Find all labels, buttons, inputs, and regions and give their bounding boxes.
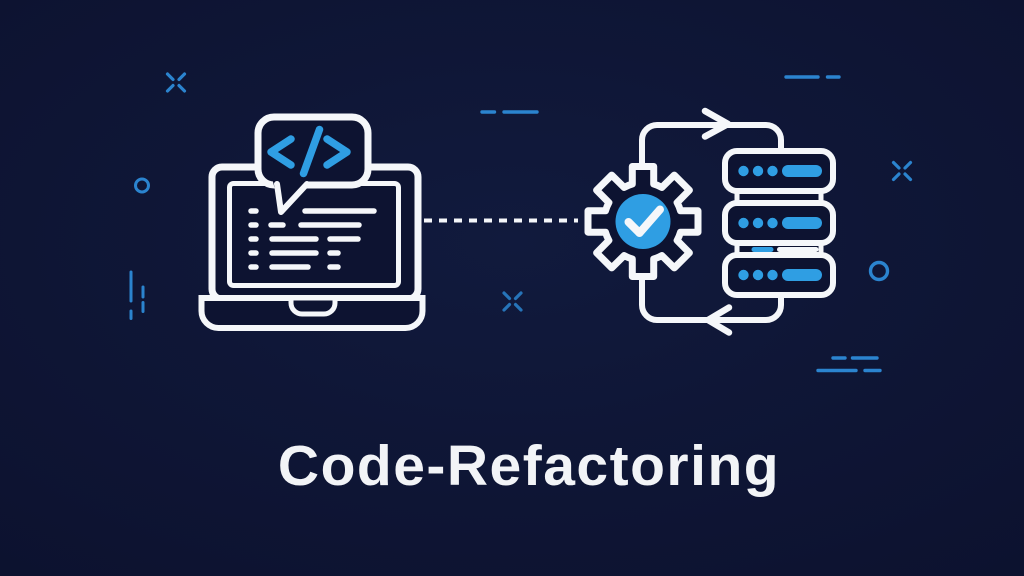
vertical-dash-decoration — [129, 270, 145, 320]
server-drive-bar — [782, 165, 822, 177]
sparkle-cross-icon — [891, 160, 913, 182]
server-led — [752, 269, 764, 281]
gear-check-icon — [584, 163, 702, 280]
angle-bracket-right — [323, 135, 351, 169]
slash — [299, 125, 324, 178]
server-led — [738, 217, 749, 229]
angle-bracket-left — [267, 135, 295, 169]
loop-path — [639, 122, 784, 323]
circle-dot-icon — [868, 260, 890, 282]
server-led — [738, 269, 749, 281]
sync-loop-arrows-icon — [639, 107, 784, 336]
speech-bubble-tail — [274, 181, 310, 215]
circle-dot-icon — [134, 177, 150, 194]
server-unit-body — [722, 148, 836, 194]
code-lines — [248, 208, 377, 270]
laptop-base-notch — [288, 295, 338, 317]
checkmark-icon — [624, 205, 664, 237]
server-led — [752, 165, 764, 177]
page-title: Code-Refactoring — [277, 434, 781, 498]
server-led — [767, 269, 778, 281]
arrowhead-right-icon — [701, 107, 732, 140]
server-unit-body — [722, 200, 836, 246]
server-unit — [722, 200, 836, 246]
server-drive-bar — [782, 269, 822, 281]
server-led — [767, 165, 778, 177]
decorations-layer — [129, 72, 913, 373]
sparkle-cross-icon — [502, 291, 523, 312]
laptop-code-icon — [198, 113, 426, 331]
server-led — [767, 217, 778, 229]
arrowhead-left-icon — [704, 304, 733, 336]
sparkle-cross-icon — [165, 72, 187, 93]
server-stack-icon — [722, 148, 836, 298]
server-unit-body — [722, 252, 836, 298]
server-drive-bar — [782, 217, 822, 229]
server-led — [752, 217, 764, 229]
code-tag-icon — [267, 125, 351, 178]
server-unit — [722, 148, 836, 194]
server-unit — [722, 252, 836, 298]
server-led — [738, 165, 749, 177]
check-badge — [615, 194, 671, 249]
